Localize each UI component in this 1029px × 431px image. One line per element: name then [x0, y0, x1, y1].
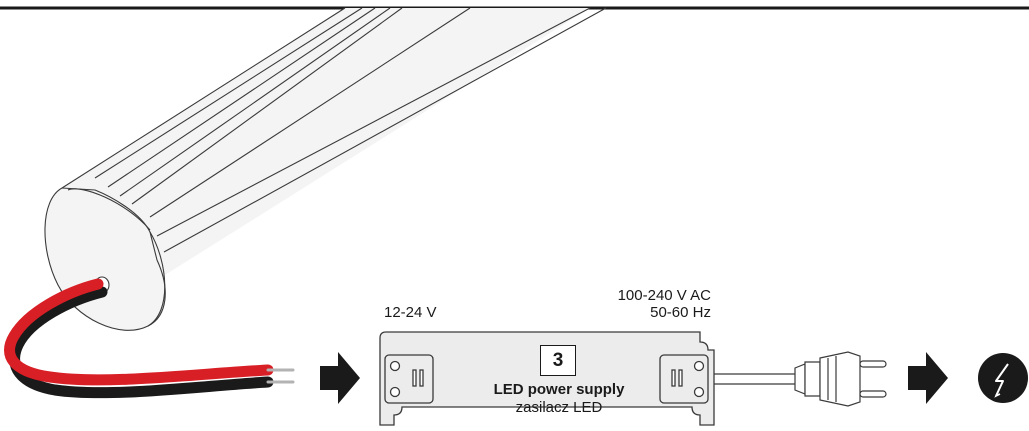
mains-voltage-label: 100-240 V AC	[617, 287, 711, 304]
lightning-bolt-icon	[978, 353, 1028, 403]
arrow-right-icon	[908, 352, 948, 404]
power-supply-title: LED power supply	[493, 381, 625, 398]
mains-label: 100-240 V AC 50-60 Hz	[618, 287, 711, 321]
power-supply-icon	[379, 331, 715, 426]
arrow-right-icon	[320, 352, 360, 404]
power-supply-number: 3	[540, 345, 576, 376]
power-supply-subtitle: zasilacz LED	[515, 399, 603, 416]
red-black-cable-icon	[4, 278, 295, 399]
euro-plug-icon	[794, 351, 887, 407]
low-voltage-label: 12-24 V	[384, 304, 437, 321]
mains-cable	[714, 373, 795, 385]
mains-frequency-label: 50-60 Hz	[650, 304, 711, 321]
led-profile-icon	[44, 7, 607, 331]
